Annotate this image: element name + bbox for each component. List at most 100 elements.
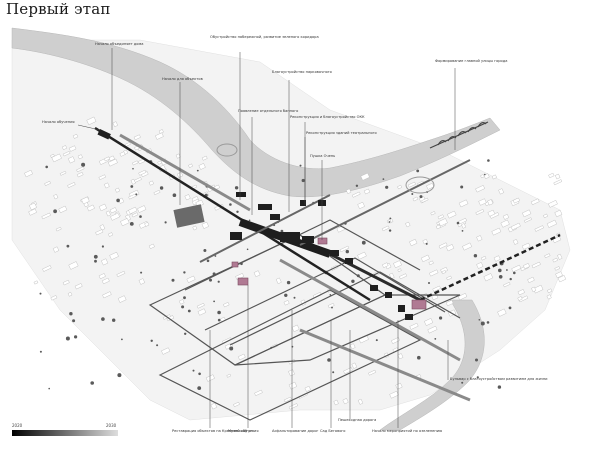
house-block: [327, 302, 335, 309]
house-block: [554, 209, 563, 218]
house-block: [76, 172, 84, 178]
house-block: [517, 289, 525, 296]
house-block: [98, 203, 107, 212]
house-block: [210, 402, 218, 410]
house-block: [67, 156, 76, 164]
house-block: [288, 369, 295, 377]
label-a15: Сад Бегового: [320, 429, 346, 433]
scale-start-label: 2020: [12, 423, 23, 428]
tree: [389, 217, 392, 220]
tree: [475, 358, 478, 362]
house-block: [476, 235, 483, 242]
house-block: [349, 343, 356, 350]
highlighted-objects: [231, 237, 427, 310]
house-block: [491, 227, 502, 236]
house-block: [86, 116, 97, 126]
label-a16: Пешеходная дорога: [338, 418, 376, 422]
house-block: [137, 205, 147, 213]
house-block: [99, 224, 106, 231]
tree: [130, 185, 134, 188]
house-block: [342, 398, 349, 405]
house-block: [543, 213, 549, 219]
house-block: [102, 291, 112, 299]
tree: [203, 249, 207, 252]
house-block: [138, 278, 146, 285]
house-block: [554, 173, 561, 180]
house-block: [28, 208, 37, 216]
house-block: [24, 169, 33, 178]
tree: [331, 306, 333, 309]
house-block: [61, 145, 68, 150]
house-block: [357, 251, 367, 260]
tree: [382, 178, 385, 181]
tree: [90, 381, 94, 385]
house-block: [368, 369, 377, 376]
tree: [293, 296, 296, 299]
house-block: [522, 209, 532, 218]
tree: [506, 269, 508, 271]
house-block: [546, 219, 557, 228]
tree: [236, 210, 239, 213]
house-block: [226, 373, 232, 378]
scale-end-label: 2030: [106, 423, 117, 428]
house-block: [412, 196, 419, 202]
label-a1: Начало объединяет дома: [95, 42, 143, 46]
tree: [39, 350, 42, 353]
tree: [192, 369, 195, 372]
tree: [187, 309, 191, 313]
house-block: [283, 300, 290, 306]
house-block: [108, 232, 114, 237]
tree: [434, 338, 437, 340]
house-block: [44, 180, 51, 186]
tree: [351, 279, 355, 283]
tree: [487, 159, 490, 162]
house-block: [130, 178, 136, 185]
house-block: [500, 219, 510, 228]
tree: [74, 335, 78, 339]
house-block: [557, 275, 567, 283]
tree: [140, 271, 143, 274]
tree: [213, 300, 216, 303]
house-block: [59, 170, 67, 176]
house-block: [462, 242, 473, 251]
house-block: [441, 270, 447, 275]
house-block: [498, 188, 505, 195]
bridge: [429, 121, 489, 149]
house-block: [86, 204, 95, 212]
tree: [132, 167, 134, 170]
house-block: [445, 299, 454, 307]
tree: [417, 355, 421, 360]
tree: [332, 371, 335, 374]
house-block: [393, 260, 402, 269]
house-block: [103, 156, 110, 162]
house-block: [103, 182, 110, 189]
tree: [65, 336, 70, 341]
house-block: [133, 134, 141, 141]
house-block: [409, 238, 418, 247]
labels: Начало объединяет дома Обустройство набе…: [42, 35, 548, 433]
house-block: [116, 270, 126, 278]
tree: [513, 271, 516, 275]
tree: [159, 186, 164, 190]
house-block: [304, 385, 311, 392]
house-block: [186, 275, 196, 283]
house-block: [518, 295, 529, 303]
time-scale-legend: 2020 2030: [12, 423, 118, 436]
label-a7: Появление отдельного банного: [238, 109, 298, 113]
tree: [171, 278, 175, 282]
tree: [217, 310, 221, 315]
house-block: [531, 261, 541, 269]
house-block: [521, 242, 531, 250]
house-block: [114, 187, 121, 193]
house-block: [108, 155, 115, 162]
trees: [39, 159, 516, 390]
house-block: [531, 286, 537, 293]
house-block: [438, 242, 448, 249]
tree: [184, 332, 187, 335]
tree: [473, 254, 478, 258]
tree: [66, 244, 70, 248]
house-block: [517, 296, 523, 301]
house-block: [480, 255, 487, 261]
house-block: [339, 245, 350, 253]
house-block: [546, 294, 552, 300]
